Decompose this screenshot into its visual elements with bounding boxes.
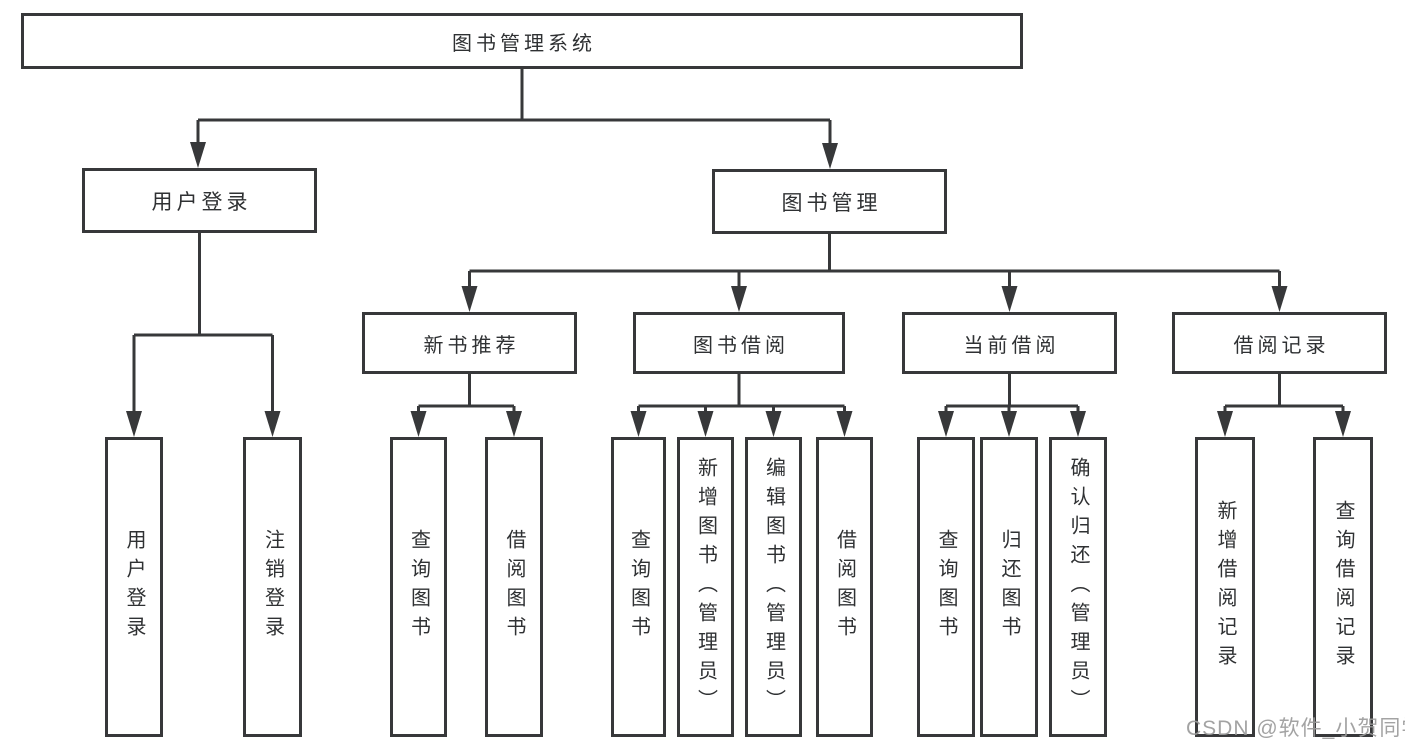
node-borrowing-records: 借阅记录 [1172, 312, 1387, 374]
leaf-query-borrow-record-label: 查询借阅记录 [1332, 500, 1354, 674]
leaf-borrow-books-borrowing: 借阅图书 [816, 437, 873, 737]
node-book-management: 图书管理 [712, 169, 947, 234]
leaf-query-books-borrowing-label: 查询图书 [627, 529, 650, 645]
leaf-logout: 注销登录 [243, 437, 302, 737]
leaf-borrow-books-recommend-label: 借阅图书 [503, 529, 525, 645]
leaf-logout-label: 注销登录 [261, 529, 284, 645]
node-user-login: 用户登录 [82, 168, 317, 233]
csdn-watermark: CSDN @软件_小贺同学 [1186, 717, 1405, 740]
leaf-add-book-admin: 新增图书（管理员） [677, 437, 734, 737]
leaf-return-book-label: 归还图书 [998, 529, 1020, 645]
leaf-borrow-books-recommend: 借阅图书 [485, 437, 543, 737]
leaf-query-books-borrowing: 查询图书 [611, 437, 666, 737]
leaf-query-books-current-label: 查询图书 [935, 529, 957, 645]
leaf-user-login: 用户登录 [105, 437, 163, 737]
leaf-user-login-label: 用户登录 [123, 529, 145, 645]
node-root-library-management-system: 图书管理系统 [21, 13, 1023, 69]
leaf-edit-book-admin: 编辑图书（管理员） [745, 437, 802, 737]
leaf-query-books-recommend: 查询图书 [390, 437, 447, 737]
leaf-edit-book-admin-label: 编辑图书（管理员） [762, 456, 785, 718]
leaf-return-book: 归还图书 [980, 437, 1038, 737]
node-current-borrowing: 当前借阅 [902, 312, 1117, 374]
leaf-add-book-admin-label: 新增图书（管理员） [694, 456, 717, 718]
leaf-confirm-return-admin: 确认归还（管理员） [1049, 437, 1107, 737]
leaf-confirm-return-admin-label: 确认归还（管理员） [1067, 456, 1089, 718]
leaf-query-books-recommend-label: 查询图书 [407, 529, 430, 645]
leaf-add-borrow-record-label: 新增借阅记录 [1214, 500, 1236, 674]
leaf-borrow-books-borrowing-label: 借阅图书 [833, 529, 856, 645]
node-book-borrowing: 图书借阅 [633, 312, 845, 374]
node-new-book-recommendation: 新书推荐 [362, 312, 577, 374]
leaf-query-books-current: 查询图书 [917, 437, 975, 737]
leaf-add-borrow-record: 新增借阅记录 [1195, 437, 1255, 737]
leaf-query-borrow-record: 查询借阅记录 [1313, 437, 1373, 737]
